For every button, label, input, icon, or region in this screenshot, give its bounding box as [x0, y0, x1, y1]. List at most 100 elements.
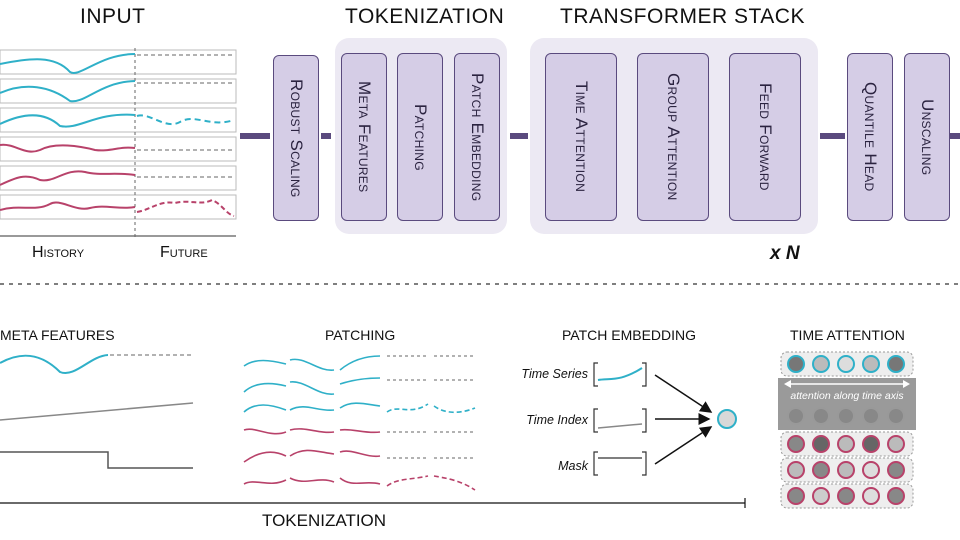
connector: [820, 133, 845, 139]
patching-detail-title: PATCHING: [325, 327, 396, 343]
attention-arrow-head-right: [903, 380, 910, 388]
series-row-frame: [0, 78, 237, 104]
series-line-blue: [0, 53, 136, 74]
patch-line-red: [339, 477, 381, 485]
meta-time-index-line: [0, 402, 194, 421]
token: [862, 461, 880, 479]
series-row-frame: [0, 136, 237, 162]
token: [862, 355, 880, 373]
meta-features-detail-title: META FEATURES: [0, 327, 115, 343]
series-line-red: [0, 201, 136, 211]
tokenization-footer-label: TOKENIZATION: [262, 511, 387, 530]
history-label: History: [32, 244, 85, 261]
connector: [950, 133, 960, 139]
patch-forecast-red: [433, 475, 476, 491]
token: [787, 407, 805, 425]
future-label: Future: [160, 244, 208, 261]
arrow-mask: [654, 426, 713, 465]
token: [862, 487, 880, 505]
patch-line-blue: [339, 377, 381, 385]
patch-line-red: [339, 450, 381, 458]
patch-forecast-blue: [386, 403, 429, 413]
embedding-token: [717, 409, 737, 429]
patch-line-red: [339, 428, 381, 434]
bracket-close: [642, 362, 647, 387]
embedding-index-line: [597, 423, 643, 429]
token: [812, 355, 830, 373]
feed-forward-block: Feed Forward: [729, 53, 801, 221]
patch-line-blue: [243, 382, 287, 393]
meta-features-block: Meta Features: [341, 53, 387, 221]
connector: [240, 133, 270, 139]
token: [887, 461, 905, 479]
patch-forecast-red: [386, 475, 429, 487]
group-attention-label: Group Attention: [664, 73, 683, 201]
token: [887, 407, 905, 425]
patch-line-blue: [289, 406, 335, 412]
future-forecast-red: [136, 198, 235, 217]
bracket-close: [642, 408, 647, 433]
token: [787, 487, 805, 505]
embedding-series-line: [597, 367, 643, 381]
patch-line-blue: [289, 358, 335, 371]
unscaling-block: Unscaling: [904, 53, 950, 221]
series-line-blue: [0, 80, 136, 103]
embedding-inputs: [593, 362, 647, 476]
patch-line-red: [289, 477, 335, 483]
patch-line-red: [289, 428, 335, 434]
token: [887, 435, 905, 453]
series-row-frame: [0, 107, 237, 133]
time-attention-grid: [778, 351, 916, 509]
patch-line-red: [243, 451, 287, 463]
patch-embedding-label: Patch Embedding: [468, 72, 487, 202]
feed-forward-label: Feed Forward: [756, 83, 775, 191]
patch-embedding-detail-title: PATCH EMBEDDING: [562, 327, 697, 343]
token: [837, 487, 855, 505]
token: [787, 435, 805, 453]
bracket-open: [593, 451, 598, 476]
patch-line-blue: [339, 402, 381, 409]
patch-line-red: [243, 428, 287, 435]
attention-caption: attention along time axis: [790, 390, 904, 402]
meta-mask-line: [0, 451, 193, 469]
time-attention-block: Time Attention: [545, 53, 617, 221]
mask-label: Mask: [558, 459, 588, 473]
meta-series-line: [0, 354, 109, 375]
meta-features-label: Meta Features: [355, 81, 374, 193]
token: [862, 407, 880, 425]
series-line-red: [0, 143, 136, 153]
time-attention-label: Time Attention: [572, 81, 591, 193]
patch-embedding-block: Patch Embedding: [454, 53, 500, 221]
robust-scaling-label: Robust Scaling: [287, 78, 306, 198]
bracket-open: [593, 362, 598, 387]
token: [787, 355, 805, 373]
patch-line-blue: [339, 355, 381, 371]
quantile-head-block: Quantile Head: [847, 53, 893, 221]
series-line-blue: [0, 113, 136, 128]
time-index-label: Time Index: [526, 413, 588, 427]
transformer-stack-title: TRANSFORMER STACK: [560, 5, 805, 28]
token: [837, 461, 855, 479]
patch-line-blue: [289, 381, 335, 395]
series-row-frame: [0, 49, 237, 75]
quantile-head-label: Quantile Head: [861, 82, 880, 192]
bracket-open: [593, 408, 598, 433]
token: [837, 355, 855, 373]
series-row-frame: [0, 194, 237, 220]
future-forecast-blue: [136, 114, 235, 125]
robust-scaling-block: Robust Scaling: [273, 55, 319, 221]
token: [837, 435, 855, 453]
time-attention-detail-title: TIME ATTENTION: [790, 327, 905, 343]
token: [837, 407, 855, 425]
patch-line-blue: [243, 404, 287, 413]
connector: [510, 133, 528, 139]
patching-label: Patching: [411, 103, 430, 171]
token: [812, 407, 830, 425]
connector: [321, 133, 331, 139]
patching-grid: [243, 355, 476, 491]
series-row-frame: [0, 165, 237, 191]
token: [812, 487, 830, 505]
repeat-n-label: x N: [770, 243, 800, 264]
